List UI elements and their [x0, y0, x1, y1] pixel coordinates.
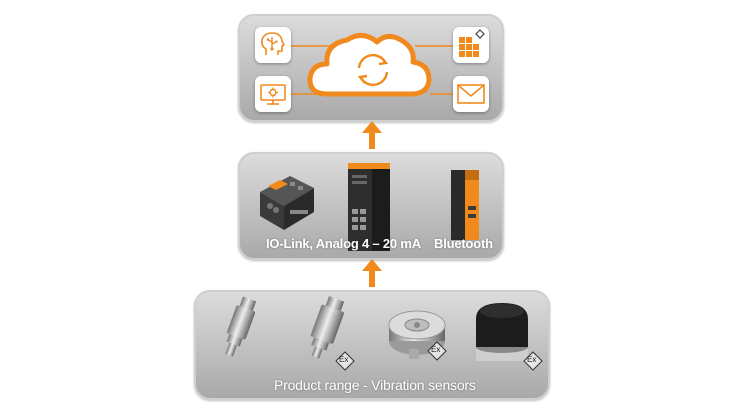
grid-diamond-tile — [453, 27, 489, 63]
grid-diamond-icon — [459, 29, 485, 57]
arrow-up-icon — [362, 121, 382, 149]
ex-mark-label: Ex — [431, 345, 441, 354]
bluetooth-gateway — [451, 170, 479, 240]
gateway-label-left: IO-Link, Analog 4 – 20 mA — [266, 236, 421, 251]
cylindrical-sensor-small — [225, 296, 257, 357]
ex-mark-label: Ex — [527, 355, 537, 364]
monitor-gear-tile — [255, 76, 291, 112]
cloud-sync-icon — [307, 33, 432, 97]
cylindrical-sensor-ex — [310, 296, 345, 359]
ex-mark-icon — [427, 341, 447, 361]
envelope-tile — [453, 76, 489, 112]
brain-usb-tile — [255, 27, 291, 63]
gateway-label-right: Bluetooth — [434, 236, 493, 251]
ex-mark-icon — [523, 351, 543, 371]
dome-sensor-ex — [476, 303, 528, 361]
ex-mark-icon — [335, 351, 355, 371]
monitor-gear-icon — [260, 84, 286, 105]
arrow-up-icon — [362, 259, 382, 287]
ex-mark-label: Ex — [339, 355, 349, 364]
io-link-module — [260, 176, 314, 230]
brain-usb-icon — [261, 32, 286, 55]
industrial-switch — [348, 163, 390, 251]
envelope-icon — [457, 84, 485, 104]
sensor-panel-label: Product range - Vibration sensors — [274, 377, 476, 393]
